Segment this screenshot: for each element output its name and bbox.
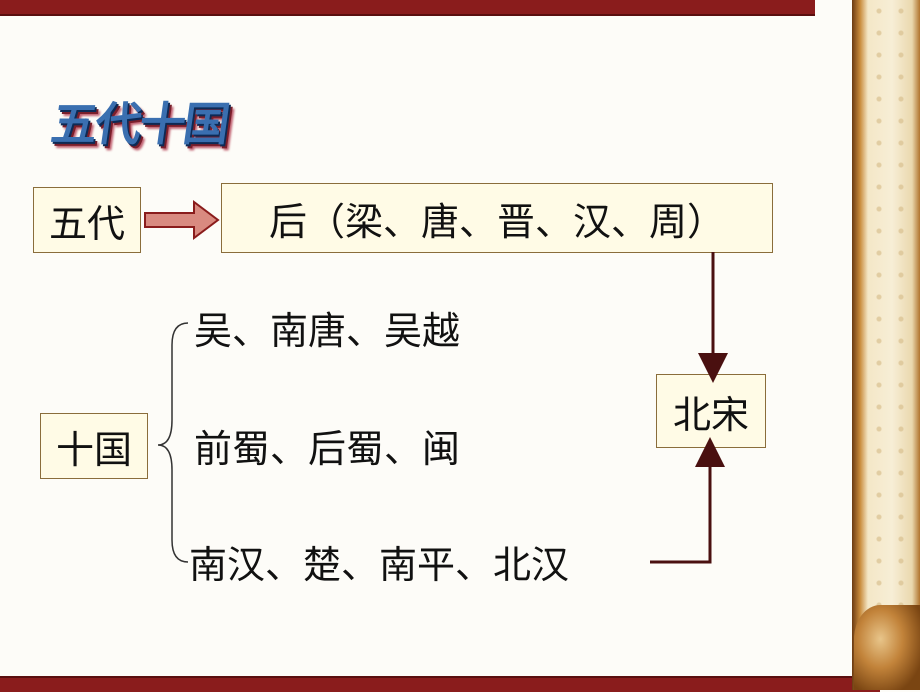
states-row-1: 吴、南唐、吴越: [194, 309, 461, 353]
top-border-bar: [0, 0, 815, 16]
dynasties-box: 后（梁、唐、晋、汉、周）: [221, 183, 773, 253]
scroll-pattern: [868, 0, 912, 690]
wudai-box: 五代: [33, 187, 141, 253]
scroll-roll: [854, 605, 920, 690]
shiguo-box: 十国: [40, 413, 148, 479]
beihan-to-beisong-line: [650, 437, 725, 564]
shiguo-brace: [157, 322, 189, 563]
bottom-border-bar: [0, 676, 880, 692]
scroll-decoration: [852, 0, 920, 690]
states-row-2: 前蜀、后蜀、闽: [194, 427, 461, 471]
states-row-3: 南汉、楚、南平、北汉: [189, 543, 570, 587]
wudai-to-dynasties-arrow: [144, 200, 220, 240]
